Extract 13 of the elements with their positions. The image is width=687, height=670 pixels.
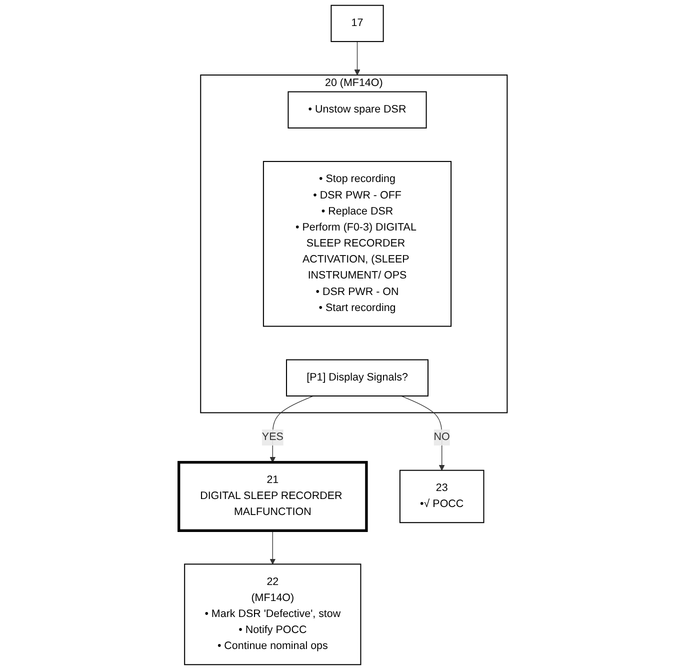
arrow — [401, 396, 446, 471]
arrow — [270, 530, 276, 564]
node-box: • Unstow spare DSR — [288, 91, 428, 128]
node-box: 23 •√ POCC — [400, 470, 485, 524]
node-box: [P1] Display Signals? — [286, 359, 429, 396]
arrow — [270, 396, 314, 463]
edge-label: YES — [262, 431, 284, 443]
arrow — [354, 41, 361, 76]
node-box: 22 (MF14O) • Mark DSR 'Defective', stow • Notify POCC • Continue nominal ops — [184, 564, 362, 666]
edge-label: NO — [434, 431, 450, 443]
node-box: 21 DIGITAL SLEEP RECORDER MALFUNCTION — [178, 460, 368, 532]
node-box: 17 — [331, 4, 384, 42]
node-box: • Stop recording • DSR PWR - OFF • Replace DSR • Perform (F0-3) DIGITAL SLEEP RECORDER ACTIVATION, (SLEEP INSTRUMENT/ OPS • DSR PWR - ON • Start recording — [263, 160, 452, 327]
